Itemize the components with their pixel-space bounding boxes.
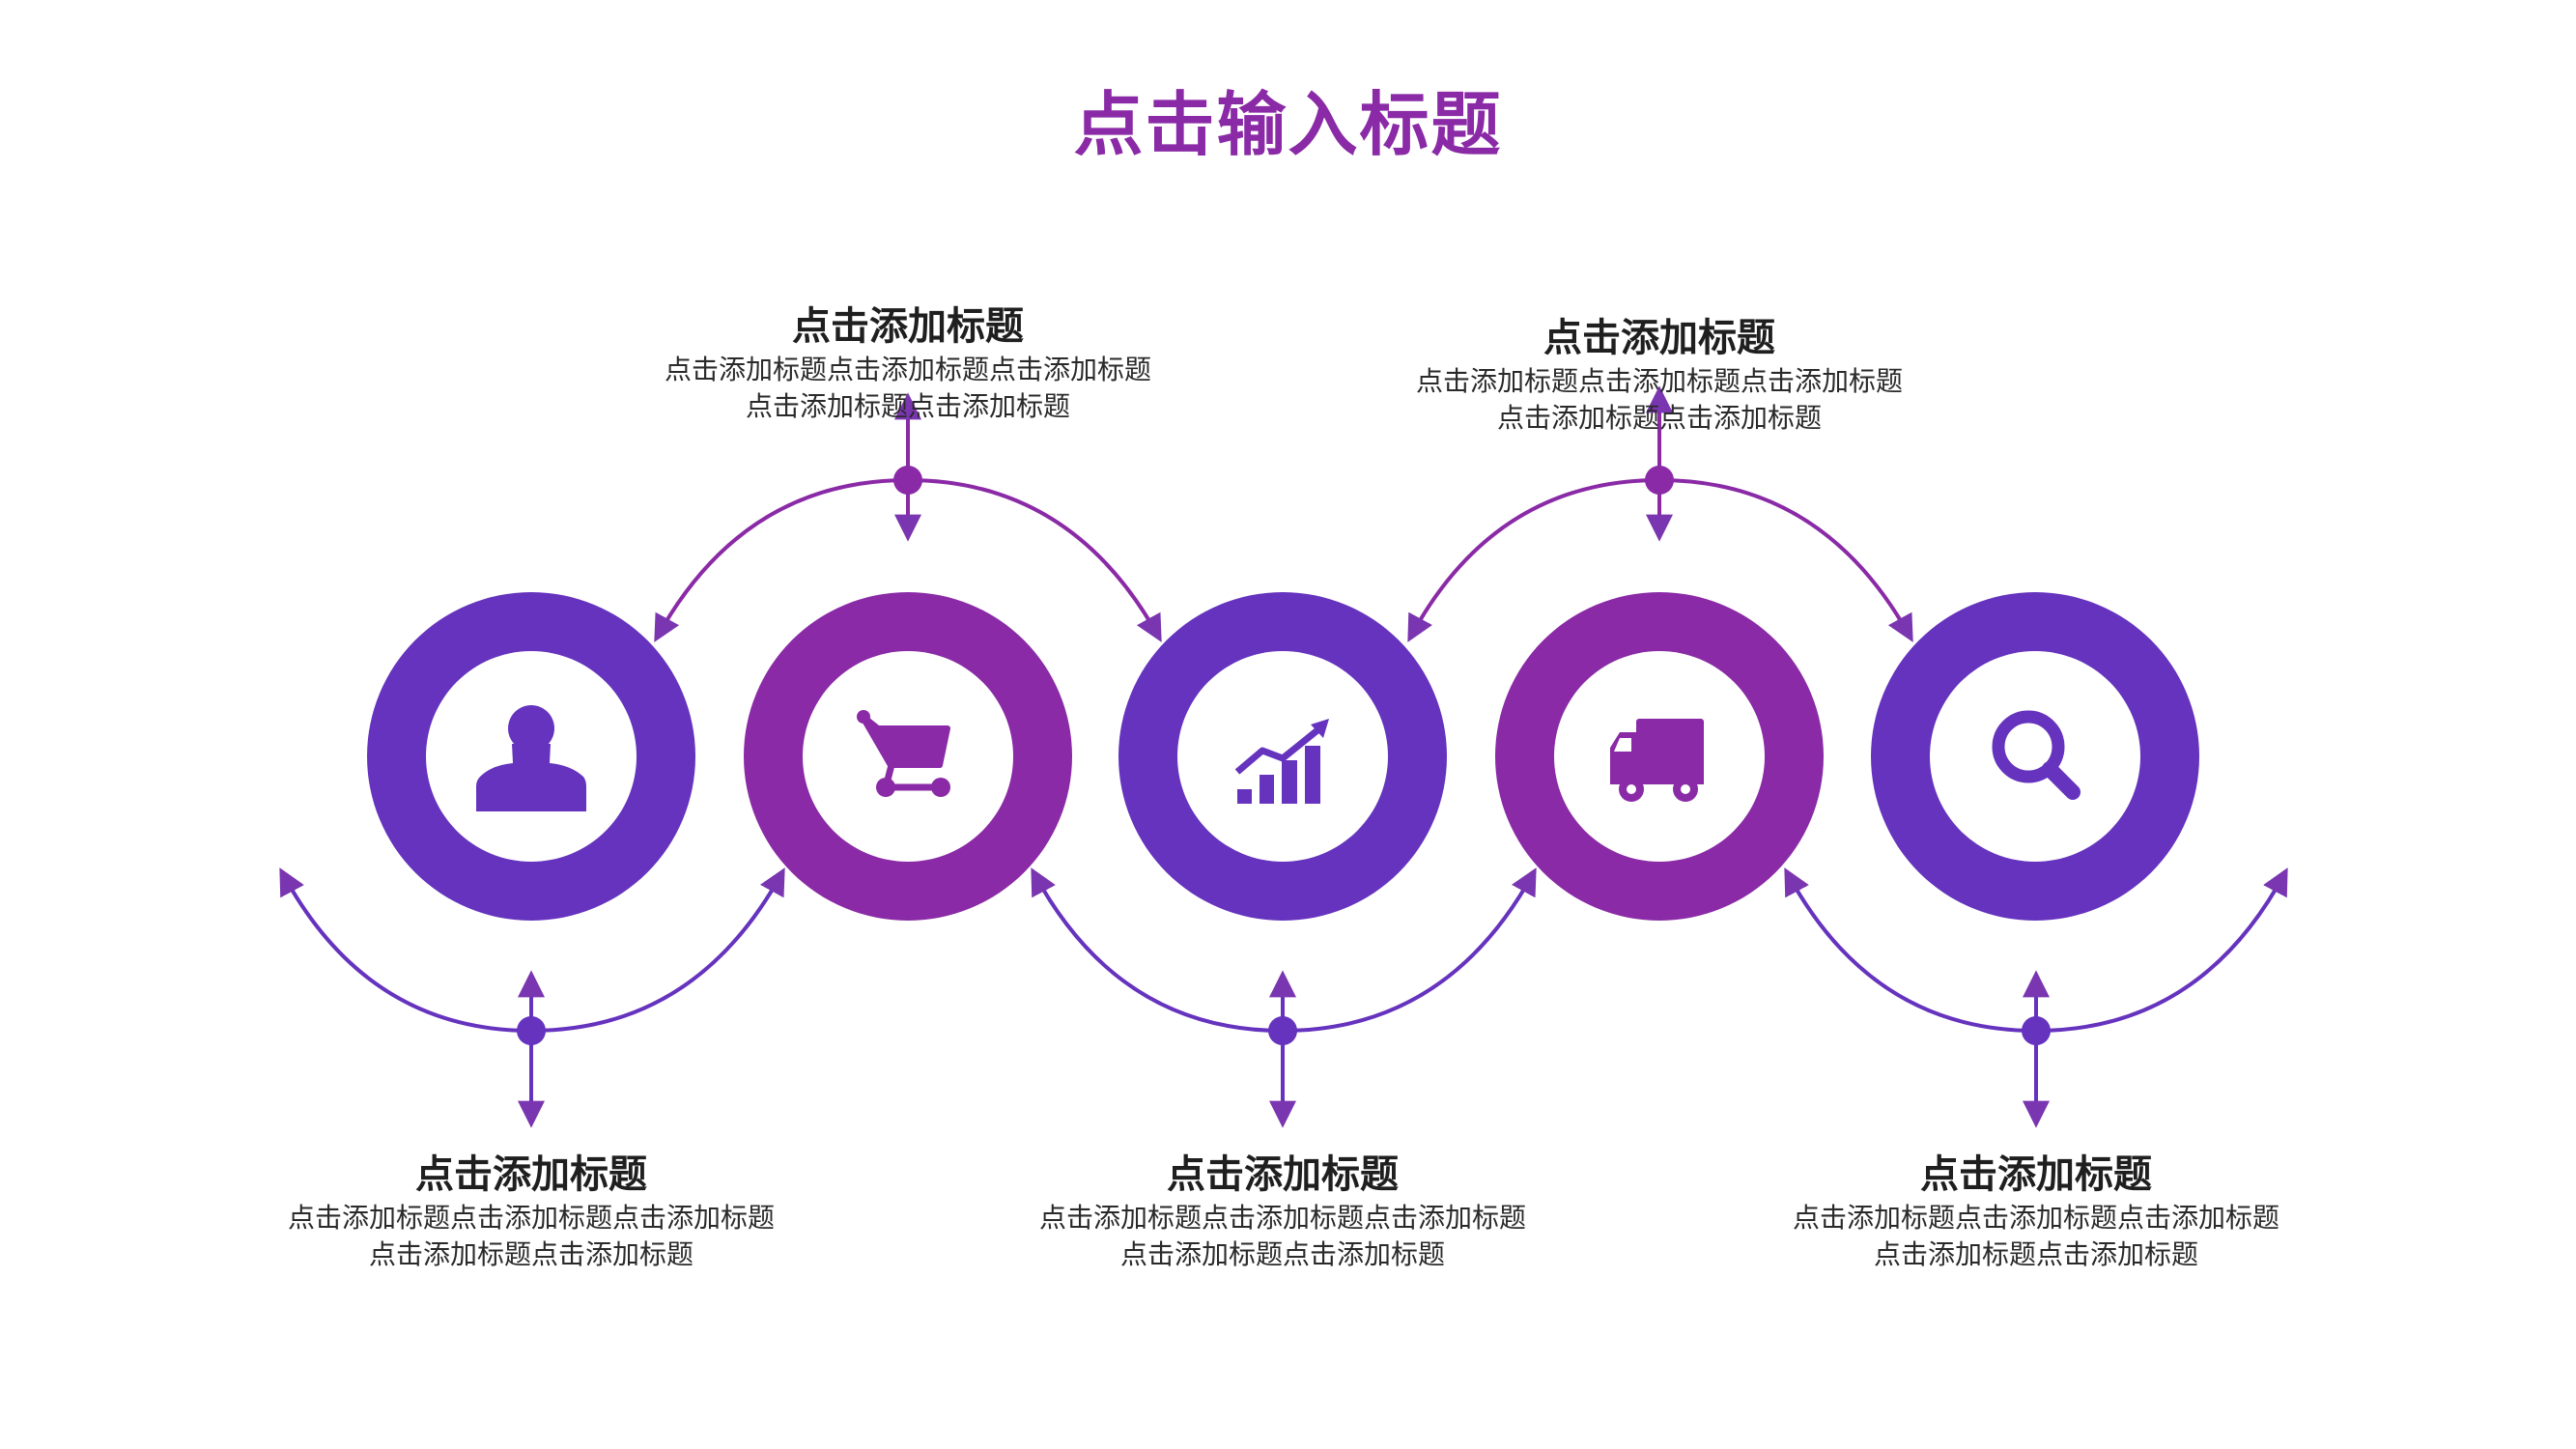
label-description-line: 点击添加标题点击添加标题点击添加标题	[1038, 1202, 1526, 1234]
connector-dot-top-1	[893, 466, 922, 495]
step-ring-3	[1118, 592, 1447, 921]
connector-dot-bottom-3	[2022, 1016, 2051, 1045]
connector-arc-bottom-6	[2035, 867, 2288, 1033]
step-ring-center	[803, 651, 1013, 862]
label-bottom-2: 点击添加标题 点击添加标题点击添加标题点击添加标题 点击添加标题点击添加标题	[993, 1150, 1572, 1273]
label-description-line: 点击添加标题点击添加标题点击添加标题	[287, 1202, 775, 1234]
label-description-line: 点击添加标题点击添加标题点击添加标题	[664, 354, 1151, 385]
user-icon	[476, 705, 586, 811]
label-top-2: 点击添加标题 点击添加标题点击添加标题点击添加标题 点击添加标题点击添加标题	[1370, 313, 1949, 437]
step-ring-5	[1871, 592, 2199, 921]
label-top-1: 点击添加标题 点击添加标题点击添加标题点击添加标题 点击添加标题点击添加标题	[618, 301, 1198, 425]
label-title: 点击添加标题	[1920, 1152, 2152, 1197]
step-ring-center	[1554, 651, 1765, 862]
step-ring-2	[744, 592, 1072, 921]
step-ring-center	[1177, 651, 1388, 862]
connector-arc-top-1	[654, 478, 909, 642]
search-icon	[1992, 710, 2081, 800]
label-description-line: 点击添加标题点击添加标题	[1873, 1238, 2198, 1270]
step-ring-4	[1495, 592, 1824, 921]
label-description-line: 点击添加标题点击添加标题点击添加标题	[1792, 1202, 2279, 1234]
shopping-cart-icon	[857, 710, 950, 797]
label-bottom-3: 点击添加标题 点击添加标题点击添加标题点击添加标题 点击添加标题点击添加标题	[1746, 1150, 2326, 1273]
connector-arc-bottom-3	[1031, 867, 1284, 1033]
label-title: 点击添加标题	[792, 304, 1024, 349]
connector-arc-bottom-1	[279, 867, 532, 1033]
connector-arc-bottom-4	[1282, 867, 1537, 1033]
connector-arc-bottom-5	[1784, 867, 2037, 1033]
bar-chart-icon	[1234, 719, 1329, 804]
label-title: 点击添加标题	[415, 1152, 647, 1197]
label-description-line: 点击添加标题点击添加标题点击添加标题	[1415, 365, 1903, 397]
connector-arc-top-2	[907, 478, 1162, 642]
label-title: 点击添加标题	[1543, 316, 1775, 360]
step-ring-1	[367, 592, 695, 921]
connector-dot-top-2	[1645, 466, 1674, 495]
connector-arc-bottom-2	[530, 867, 785, 1033]
label-description-line: 点击添加标题点击添加标题	[745, 390, 1070, 422]
step-ring-center	[426, 651, 637, 862]
truck-icon	[1610, 719, 1704, 802]
label-description-line: 点击添加标题点击添加标题	[1119, 1238, 1445, 1270]
label-description-line: 点击添加标题点击添加标题	[1496, 402, 1822, 434]
connector-arc-top-4	[1658, 478, 1913, 642]
connector-arc-top-3	[1407, 478, 1660, 642]
step-ring-center	[1930, 651, 2140, 862]
page-title: 点击输入标题	[1073, 84, 1503, 165]
label-description-line: 点击添加标题点击添加标题	[368, 1238, 694, 1270]
label-title: 点击添加标题	[1167, 1152, 1399, 1197]
connector-dot-bottom-2	[1268, 1016, 1297, 1045]
connector-dot-bottom-1	[517, 1016, 546, 1045]
label-bottom-1: 点击添加标题 点击添加标题点击添加标题点击添加标题 点击添加标题点击添加标题	[241, 1150, 821, 1273]
